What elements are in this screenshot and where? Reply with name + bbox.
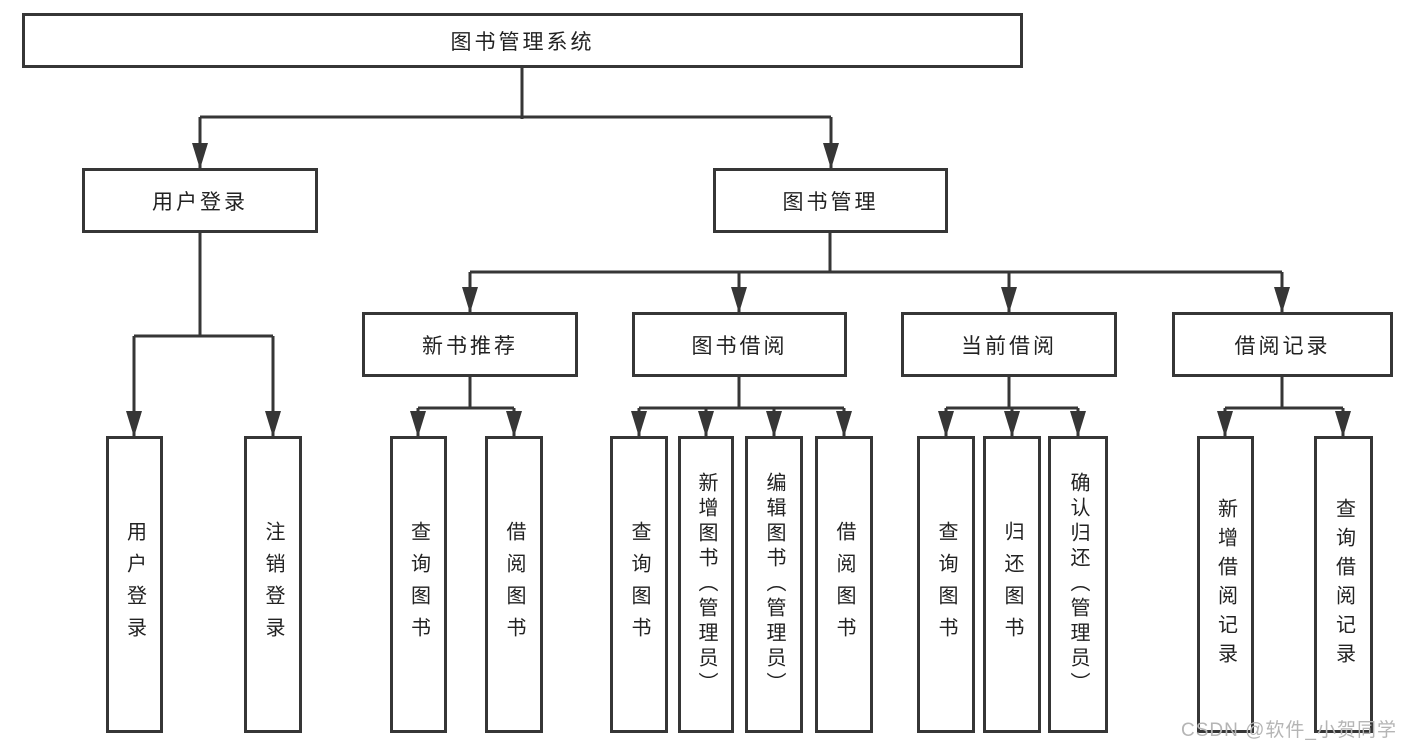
leaf-bb-borrow-books-label: 借阅图书 <box>833 520 855 649</box>
leaf-nbr-borrow-books: 借阅图书 <box>485 436 543 733</box>
leaf-cb-confirm-return-admin: 确认归还（管理员） <box>1048 436 1108 733</box>
leaf-nbr-borrow-books-label: 借阅图书 <box>503 520 525 649</box>
leaf-nbr-query-books-label: 查询图书 <box>407 520 430 649</box>
leaf-bb-edit-books-admin-label: 编辑图书（管理员） <box>763 472 785 697</box>
leaf-cb-query-books-label: 查询图书 <box>935 520 957 649</box>
leaf-user-login-label: 用户登录 <box>123 520 146 649</box>
leaf-br-query-record-label: 查询借阅记录 <box>1332 497 1355 672</box>
node-book-borrowing: 图书借阅 <box>632 312 847 377</box>
leaf-bb-edit-books-admin: 编辑图书（管理员） <box>745 436 803 733</box>
leaf-bb-query-books-label: 查询图书 <box>628 520 650 649</box>
node-borrowing-records: 借阅记录 <box>1172 312 1393 377</box>
leaf-cb-return-books-label: 归还图书 <box>1001 520 1023 649</box>
leaf-nbr-query-books: 查询图书 <box>390 436 447 733</box>
leaf-bb-add-books-admin-label: 新增图书（管理员） <box>695 472 717 697</box>
leaf-cb-query-books: 查询图书 <box>917 436 975 733</box>
node-book-management: 图书管理 <box>713 168 948 233</box>
leaf-br-add-record-label: 新增借阅记录 <box>1214 497 1237 672</box>
leaf-bb-query-books: 查询图书 <box>610 436 668 733</box>
leaf-bb-add-books-admin: 新增图书（管理员） <box>678 436 734 733</box>
leaf-logout: 注销登录 <box>244 436 302 733</box>
node-root-system: 图书管理系统 <box>22 13 1023 68</box>
node-user-login: 用户登录 <box>82 168 318 233</box>
leaf-bb-borrow-books: 借阅图书 <box>815 436 873 733</box>
node-current-borrowing: 当前借阅 <box>901 312 1117 377</box>
leaf-user-login: 用户登录 <box>106 436 163 733</box>
node-new-book-recommend: 新书推荐 <box>362 312 578 377</box>
leaf-br-query-record: 查询借阅记录 <box>1314 436 1373 733</box>
leaf-br-add-record: 新增借阅记录 <box>1197 436 1254 733</box>
leaf-cb-return-books: 归还图书 <box>983 436 1041 733</box>
leaf-logout-label: 注销登录 <box>262 520 284 649</box>
csdn-watermark: CSDN @软件_小贺同学 <box>1181 720 1397 741</box>
leaf-cb-confirm-return-admin-label: 确认归还（管理员） <box>1067 472 1089 697</box>
